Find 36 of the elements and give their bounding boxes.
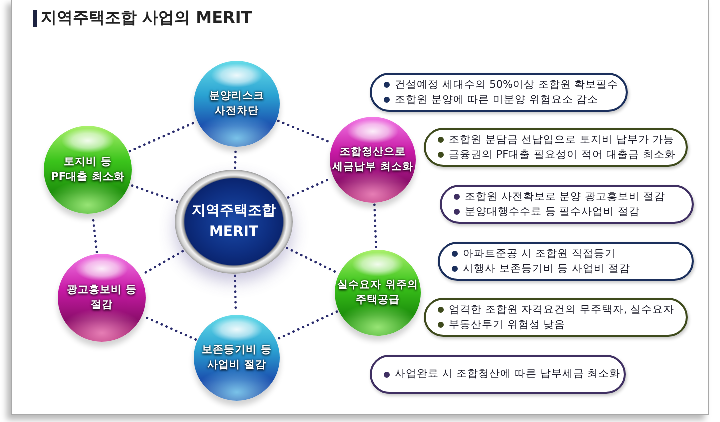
dotted-connector (128, 121, 198, 153)
rounded-text-box (370, 73, 628, 112)
bullet-text: 시행사 보존등기비 등 사업비 절감 (463, 262, 630, 276)
diagram-title: 지역주택조합 사업의 MERIT (41, 8, 252, 28)
bullet-text: 건설예정 세대수의 50%이상 조합원 확보필수 (395, 78, 619, 92)
sphere-label: 조합청산으로 세금납부 최소화 (331, 145, 414, 175)
center-label: 지역주택조합 MERIT (191, 202, 277, 242)
rounded-text-box (440, 185, 694, 224)
bullet-text: 금융권의 PF대출 필요성이 적어 대출금 최소화 (449, 148, 676, 162)
dotted-connector (286, 247, 339, 274)
bullet-text: 조합원 분양에 따른 미분양 위험요소 감소 (395, 92, 599, 108)
sphere-label: 보존등기비 등 사업비 절감 (201, 343, 273, 373)
glossy-sphere (58, 254, 146, 342)
rounded-text-box (370, 355, 626, 394)
bullet-text: 아파트준공 시 조합원 직접등기 (463, 246, 616, 262)
sphere-label: 토지비 등 PF대출 최소화 (50, 155, 126, 185)
bullet-text: 조합원 분담금 선납입으로 토지비 납부가 가능 (449, 132, 675, 148)
glossy-sphere (194, 315, 280, 401)
dotted-connector (130, 184, 179, 204)
dotted-connector (276, 310, 338, 340)
rounded-text-box (438, 242, 694, 281)
bullet-text: 부동산투기 위험성 낮음 (449, 318, 566, 332)
rounded-text-box (424, 298, 688, 337)
bullet-text: 조합원 사전확보로 분양 광고홍보비 절감 (465, 190, 666, 204)
sphere-label: 분양리스크 사전차단 (208, 89, 266, 119)
bullet-text: 엄격한 조합원 자격요건의 무주택자, 실수요자 (449, 302, 675, 318)
glossy-sphere (335, 250, 421, 336)
sphere-label: 실수요자 위주의 주택공급 (336, 278, 420, 308)
rounded-text-box (424, 128, 688, 167)
sphere-label: 광고홍보비 등 절감 (66, 283, 138, 313)
bullet-text: 분양대행수수료 등 필수사업비 절감 (465, 204, 640, 220)
dotted-connector (374, 204, 378, 250)
glossy-sphere (44, 126, 132, 214)
glossy-sphere (330, 117, 416, 203)
glossy-sphere (194, 61, 280, 147)
bullet-text: 사업완료 시 조합청산에 따른 납부세금 최소화 (395, 367, 621, 382)
